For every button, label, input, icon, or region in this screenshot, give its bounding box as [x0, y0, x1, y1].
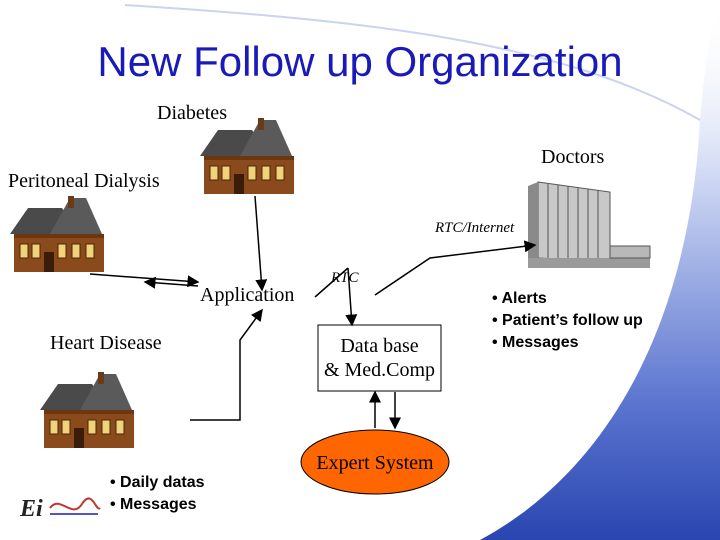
- connector-application-rtc: [314, 267, 349, 298]
- logo-mark: Ei: [16, 490, 102, 524]
- doctor-bullet-item: Alerts: [492, 288, 643, 310]
- house-icon-peritoneal: [9, 195, 105, 273]
- database-label-line1: Data base: [340, 335, 419, 357]
- expert-system-label: Expert System: [316, 452, 434, 474]
- house-icon-heart: [39, 371, 135, 449]
- rtc-internet-label: RTC/Internet: [435, 220, 515, 236]
- doctor-bullet-item: Messages: [492, 332, 643, 354]
- decorative-sweep: [480, 0, 720, 540]
- connector-heart-application: [190, 308, 263, 421]
- heart-disease-label: Heart Disease: [50, 332, 162, 354]
- connector-database-hospital: [374, 240, 537, 296]
- decorative-sweep-edge: [124, 4, 701, 121]
- diabetes-label: Diabetes: [157, 102, 227, 124]
- connector-diabetes-application: [254, 195, 268, 292]
- peritoneal-dialysis-label: Peritoneal Dialysis: [8, 170, 160, 192]
- database-box: [317, 324, 442, 392]
- patient-bullet-item: Messages: [110, 494, 205, 516]
- doctor-bullet-item: Patient’s follow up: [492, 310, 643, 332]
- doctor-bullet-list: Alerts Patient’s follow up Messages: [492, 288, 643, 354]
- hospital-building-icon: [528, 181, 651, 268]
- rtc-label: RTC: [331, 270, 359, 286]
- page-title: New Follow up Organization: [97, 38, 623, 85]
- patient-bullet-list: Daily datas Messages: [110, 472, 205, 516]
- svg-text:Ei: Ei: [19, 496, 43, 522]
- application-label: Application: [200, 284, 295, 306]
- house-icon-diabetes: [199, 117, 295, 195]
- doctors-label: Doctors: [541, 146, 605, 168]
- connector-peritoneal-application: [89, 273, 200, 288]
- database-label-line2: & Med.Comp: [323, 359, 436, 381]
- patient-bullet-item: Daily datas: [110, 472, 204, 494]
- connector-rtc-database: [345, 267, 358, 327]
- connector-application-peritoneal: [143, 276, 199, 289]
- expert-system-ellipse: [300, 429, 450, 495]
- database-label: Data base & Med.Comp: [318, 334, 441, 382]
